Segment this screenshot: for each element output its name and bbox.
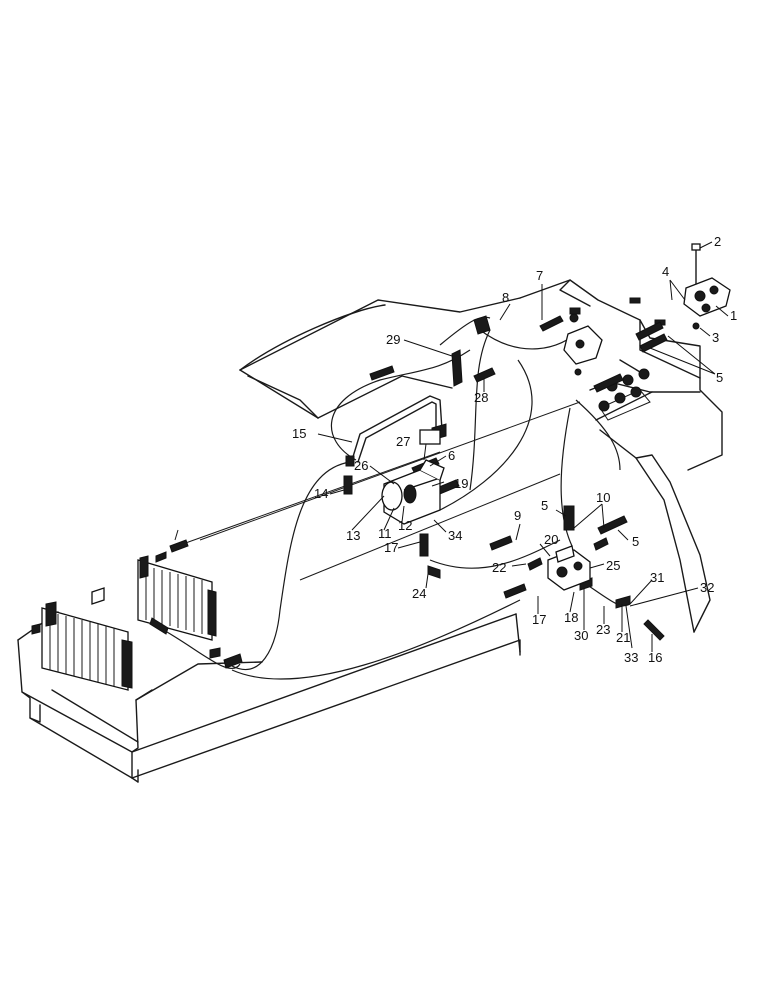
callout-25: 25	[606, 558, 620, 573]
callout-33: 33	[624, 650, 638, 665]
callout-4: 4	[662, 264, 669, 279]
callout-6: 6	[448, 448, 455, 463]
leader-lines	[317, 241, 729, 652]
diverter-valve	[563, 307, 603, 376]
callout-1: 1	[730, 308, 737, 323]
callout-20: 20	[544, 532, 558, 547]
callout-17-left: 17	[384, 540, 398, 555]
callout-15: 15	[292, 426, 306, 441]
hose-fittings	[31, 315, 668, 669]
callout-14: 14	[314, 486, 328, 501]
callout-5-mid: 5	[541, 498, 548, 513]
callout-28: 28	[474, 390, 488, 405]
callout-17-right: 17	[532, 612, 546, 627]
callout-24: 24	[412, 586, 426, 601]
callout-21: 21	[616, 630, 630, 645]
callout-31: 31	[650, 570, 664, 585]
oil-cooler-front	[41, 601, 133, 691]
callout-3: 3	[712, 330, 719, 345]
callout-29: 29	[386, 332, 400, 347]
callout-32: 32	[700, 580, 714, 595]
callout-5-right: 5	[632, 534, 639, 549]
hydraulic-pump	[381, 429, 445, 525]
callout-34: 34	[448, 528, 462, 543]
callout-11: 11	[378, 526, 392, 541]
callout-30: 30	[574, 628, 588, 643]
callout-23: 23	[596, 622, 610, 637]
oil-cooler-rear	[137, 555, 217, 641]
callout-13: 13	[346, 528, 360, 543]
callout-9: 9	[514, 508, 521, 523]
valve-bank	[598, 297, 666, 412]
callout-18: 18	[564, 610, 578, 625]
secondary-valve-block	[547, 545, 591, 591]
callout-labels: 1 2 3 4 5 5 5 6 7 8 9 10 11 12 13 14 15 …	[292, 234, 737, 665]
callout-26: 26	[354, 458, 368, 473]
callout-12: 12	[398, 518, 412, 533]
callout-22: 22	[492, 560, 506, 575]
callout-8: 8	[502, 290, 509, 305]
control-valve-assembly	[683, 243, 731, 330]
callout-7: 7	[536, 268, 543, 283]
callout-16: 16	[648, 650, 662, 665]
callout-5-top: 5	[716, 370, 723, 385]
callout-2: 2	[714, 234, 721, 249]
callout-19: 19	[454, 476, 468, 491]
machine-frame	[17, 279, 723, 783]
callout-27: 27	[396, 434, 410, 449]
callout-10: 10	[596, 490, 610, 505]
